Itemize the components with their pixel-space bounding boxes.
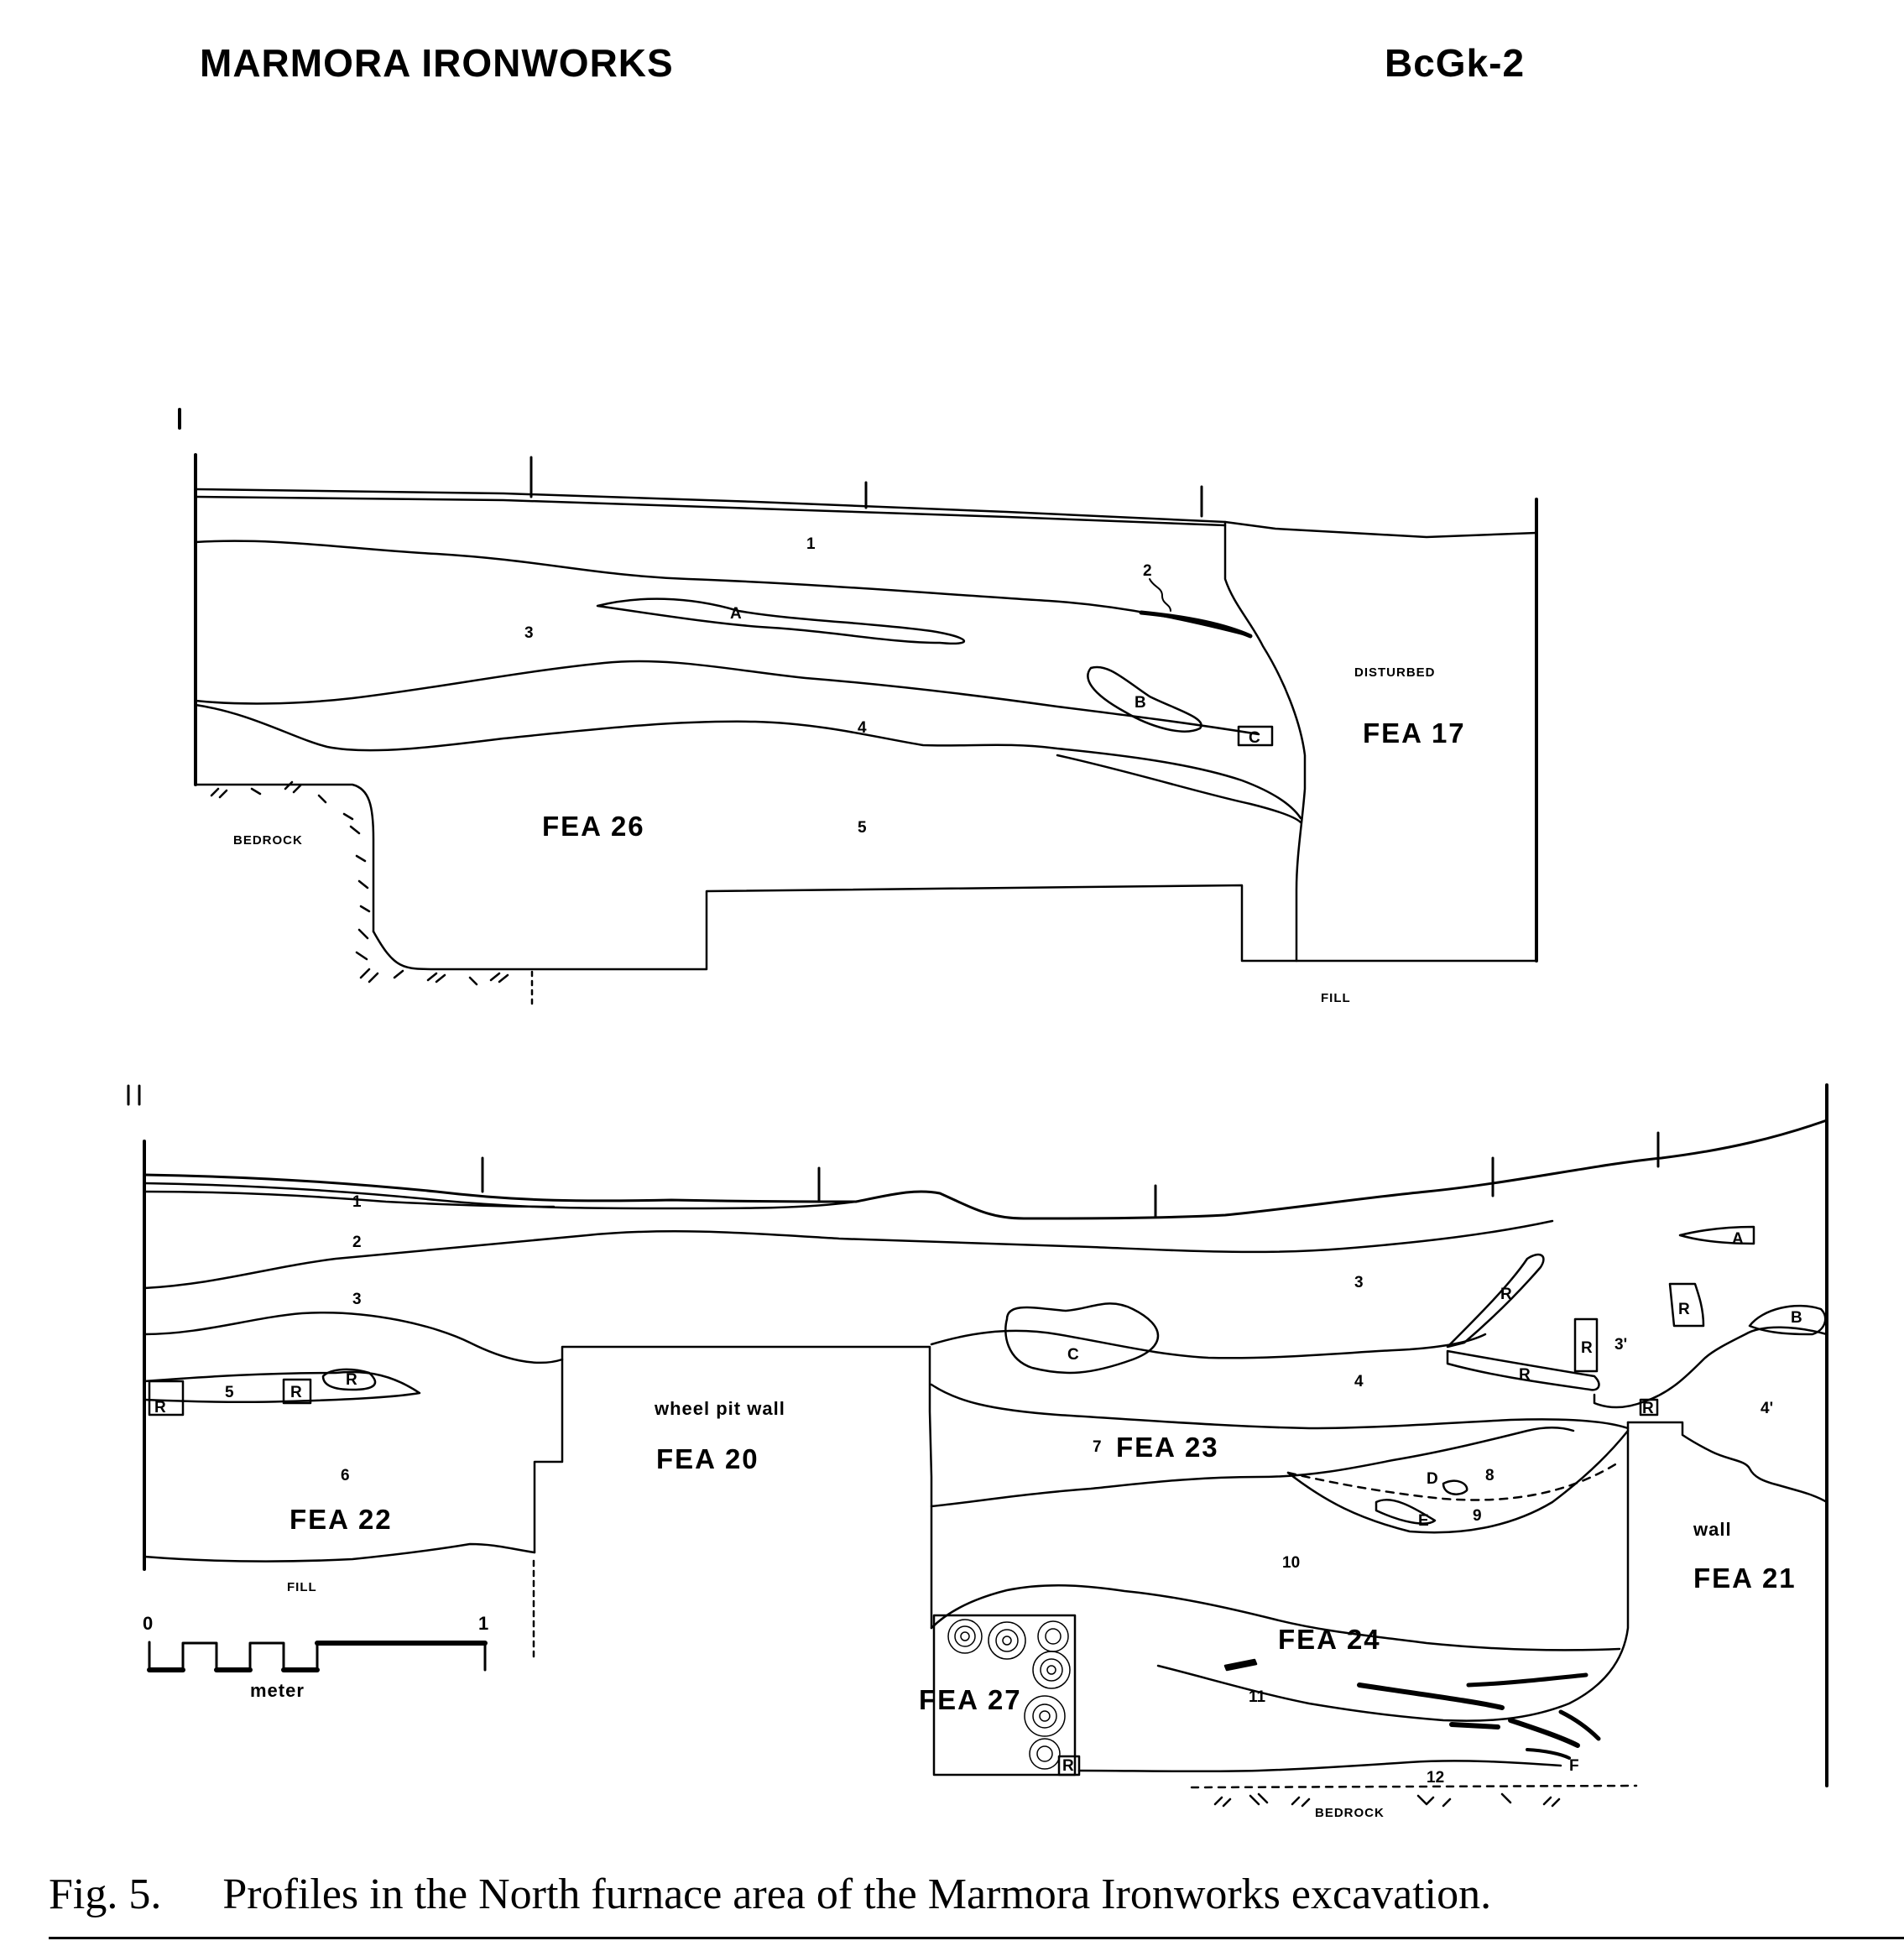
scale-labels: 0 1 meter: [143, 1613, 489, 1701]
label-r-3: R: [346, 1371, 357, 1389]
label-layer-4p: 4': [1761, 1400, 1773, 1417]
label-layer-4: 4: [858, 719, 867, 737]
rock-1: [148, 1380, 185, 1416]
fea-20-outline: [143, 1345, 933, 1630]
lens-a-2: [1678, 1225, 1755, 1245]
label-layer-12: 12: [1427, 1769, 1444, 1787]
label-layer-5: 5: [858, 819, 867, 837]
scale-zero: 0: [143, 1613, 154, 1634]
label-b-1: B: [1135, 694, 1146, 712]
label-layer-9: 9: [1473, 1507, 1482, 1525]
label-c-2: C: [1067, 1346, 1079, 1364]
profile-1-drawing: [178, 408, 1538, 1005]
label-bedrock-2: BEDROCK: [1315, 1806, 1385, 1820]
layer-2-pointer: [1149, 578, 1171, 612]
label-fill-1: FILL: [1321, 991, 1351, 1005]
label-r-4: R: [1500, 1286, 1512, 1303]
label-layer-1-2: 1: [352, 1193, 362, 1211]
label-layer-11: 11: [1249, 1688, 1266, 1706]
label-fea-26: FEA 26: [542, 811, 645, 842]
lens-e: [1375, 1499, 1437, 1525]
profile-2-surface: [143, 1119, 1828, 1220]
profile-2-labels: wheel pit wall FEA 20 FEA 22 FEA 23 FEA …: [154, 1193, 1802, 1820]
rock-2: [282, 1378, 312, 1405]
rock-upright-1: [1573, 1317, 1599, 1373]
label-r-8: R: [1642, 1400, 1654, 1417]
lens-a: [596, 597, 966, 645]
label-r-5: R: [1581, 1339, 1593, 1357]
label-layer-3p: 3': [1614, 1336, 1627, 1354]
label-layer-1: 1: [806, 535, 816, 553]
label-layer-2-2: 2: [352, 1234, 362, 1251]
label-fea-17: FEA 17: [1363, 717, 1466, 749]
label-layer-3-2b: 3: [1354, 1274, 1364, 1291]
label-r-2: R: [290, 1384, 302, 1401]
label-layer-3: 3: [524, 624, 534, 642]
label-fill-2: FILL: [287, 1580, 317, 1594]
fea-27-block: [932, 1614, 1077, 1776]
profile-2-drawing: [127, 1083, 1828, 1808]
fea-17-boundary: [1223, 520, 1307, 963]
lens-b: [1087, 665, 1202, 733]
box-c: [1237, 725, 1274, 747]
label-fea-23: FEA 23: [1116, 1432, 1219, 1463]
label-d-2: D: [1427, 1470, 1438, 1488]
label-fea-22: FEA 22: [290, 1504, 393, 1535]
profile-1-labels: FEA 26 FEA 17 DISTURBED BEDROCK FILL A B…: [233, 535, 1466, 1005]
lens-b-2: [1748, 1304, 1827, 1336]
label-wall: wall: [1693, 1519, 1732, 1540]
label-layer-8: 8: [1485, 1467, 1495, 1484]
label-layer-4-2: 4: [1354, 1373, 1364, 1390]
rock-3: [321, 1368, 377, 1391]
label-layer-2: 2: [1143, 562, 1152, 580]
label-fea-21: FEA 21: [1693, 1563, 1797, 1594]
lens-d: [1442, 1479, 1468, 1495]
caption-figure-number: Fig. 5.: [49, 1870, 162, 1918]
label-layer-6: 6: [341, 1467, 350, 1484]
profile-2-bedrock-hatching: [1213, 1792, 1561, 1808]
label-fea-20: FEA 20: [656, 1443, 759, 1474]
label-layer-10: 10: [1282, 1554, 1300, 1572]
label-f-2: F: [1569, 1757, 1579, 1775]
header-title: MARMORA IRONWORKS: [200, 41, 674, 85]
label-r-6: R: [1678, 1301, 1690, 1318]
label-r-7: R: [1519, 1366, 1531, 1384]
figure-caption: Fig. 5. Profiles in the North furnace ar…: [49, 1870, 1491, 1919]
label-layer-3-2: 3: [352, 1291, 362, 1308]
label-a-1: A: [730, 605, 742, 623]
rock-slab: [1446, 1253, 1545, 1349]
label-e-2: E: [1418, 1512, 1429, 1530]
label-b-2: B: [1791, 1309, 1802, 1327]
scale-unit: meter: [250, 1680, 305, 1701]
label-disturbed: DISTURBED: [1354, 665, 1436, 680]
profile-1-bedrock-hatching: [210, 780, 509, 986]
label-a-2: A: [1732, 1230, 1744, 1248]
label-layer-5-2: 5: [225, 1384, 234, 1401]
scale-bar: [147, 1641, 488, 1672]
scale-one: 1: [478, 1613, 489, 1634]
fea-27-hatch: [947, 1619, 1071, 1770]
label-layer-7: 7: [1093, 1438, 1102, 1456]
profile-1-base: [372, 884, 1538, 971]
label-fea-27: FEA 27: [919, 1684, 1022, 1715]
label-c-1: C: [1249, 729, 1260, 747]
fea-21-wall: [1626, 1421, 1828, 1504]
profile-1-surface: [194, 488, 1538, 539]
label-r-9: R: [1062, 1757, 1074, 1775]
label-wheel-pit-wall: wheel pit wall: [654, 1398, 785, 1419]
site-code: BcGk-2: [1385, 41, 1526, 85]
label-fea-24: FEA 24: [1278, 1624, 1381, 1655]
rock-upright-2: [1668, 1282, 1705, 1328]
label-r-1: R: [154, 1399, 166, 1416]
caption-text: Profiles in the North furnace area of th…: [222, 1870, 1492, 1918]
lens-c: [1004, 1302, 1160, 1375]
caption-rule: [49, 1937, 1904, 1939]
label-bedrock-1: BEDROCK: [233, 833, 303, 848]
